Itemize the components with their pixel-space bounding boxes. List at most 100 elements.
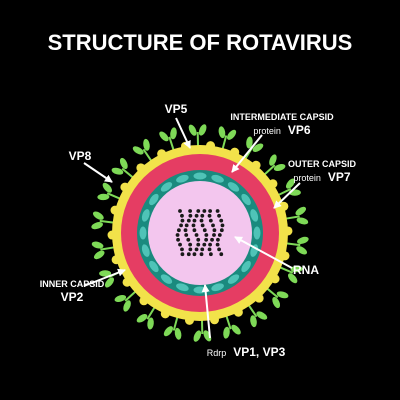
label-vp1-vp3: VP1, VP3 (233, 345, 285, 359)
spike (114, 290, 137, 312)
vp5-node (107, 230, 117, 240)
spike-stalk (278, 266, 294, 274)
spike (278, 265, 303, 284)
label-outer-protein-word: protein (293, 173, 321, 183)
rna-bead (188, 209, 193, 213)
spike-leaf (296, 217, 309, 225)
rna-bead (217, 247, 222, 252)
spike-leaf (147, 317, 154, 330)
spike-stalk (172, 315, 179, 331)
rna-bead (204, 233, 209, 237)
vp6-bead (252, 225, 262, 241)
label-outer-capsid: OUTER CAPSID (288, 159, 357, 169)
rna-bead (217, 233, 222, 237)
vp8-spikes (91, 124, 309, 342)
vp5-node (270, 274, 280, 284)
vp6-bead (240, 259, 252, 274)
vp6-bead (138, 225, 148, 241)
spike-leaf (252, 143, 264, 152)
spike (132, 138, 153, 163)
spike-leaf (227, 129, 237, 140)
vp6-bead (159, 181, 174, 193)
label-vp5: VP5 (165, 102, 188, 116)
rna-bead (219, 252, 224, 257)
spike-stalk (168, 136, 175, 152)
rna-bead (188, 247, 193, 252)
vp5-node (251, 160, 261, 170)
rna-bead (196, 209, 201, 213)
rna-bead (202, 228, 207, 233)
vp5-node (157, 149, 167, 159)
spike-stalk (124, 290, 137, 302)
spike-leaf (136, 314, 148, 323)
spike (97, 182, 122, 201)
vp6-bead (140, 243, 151, 258)
arrow-outer-capsid (273, 182, 301, 209)
spike (247, 303, 268, 328)
vp5-node (110, 205, 120, 215)
label-rna: RNA (293, 263, 319, 277)
rna-bead (179, 223, 183, 228)
spike-leaf (290, 265, 303, 273)
rna-bead (194, 213, 199, 218)
rna-bead (188, 213, 193, 218)
rna-bead (200, 247, 205, 252)
rna-bead (212, 228, 217, 233)
rna-bead (199, 218, 204, 223)
spike-stalk (225, 314, 232, 330)
arrow-vp8 (83, 162, 113, 183)
spike-leaf (163, 326, 173, 337)
rna-bead (216, 237, 220, 242)
spike-stalk (263, 164, 276, 176)
spike-leaf (193, 330, 202, 342)
vp5-node (230, 147, 240, 157)
rna-bead (178, 209, 182, 213)
spike (163, 315, 182, 340)
spike-leaf (114, 294, 127, 303)
rna-bead (207, 247, 212, 252)
vp5-node (160, 309, 170, 319)
spike-leaf (295, 206, 307, 216)
label-vp6: VP6 (288, 123, 311, 137)
rna-bead (211, 223, 215, 228)
vp5-node (268, 179, 278, 189)
rna-bead (202, 209, 207, 213)
spike-leaf (174, 327, 182, 340)
spike-stalk (221, 135, 228, 151)
spike-leaf (203, 330, 212, 342)
vp6-bead (159, 273, 174, 285)
rna-bead (186, 252, 191, 257)
rna-genome (175, 209, 225, 257)
spike-stalk (146, 305, 157, 320)
spike-stalk (247, 303, 258, 318)
spike-leaf (273, 163, 286, 172)
rna-bead (196, 242, 201, 247)
rna-bead (204, 237, 209, 242)
spike-leaf (132, 146, 144, 155)
spike-leaf (231, 324, 241, 335)
rna-bead (202, 242, 207, 247)
label-inner-capsid: INNER CAPSID (40, 279, 105, 289)
vp6-bead (175, 173, 190, 184)
label-rdrp-word: Rdrp (207, 348, 227, 358)
vp5-node (139, 296, 149, 306)
spike (159, 127, 177, 152)
arrow-vp5 (175, 117, 191, 149)
diagram-title: STRUCTURE OF ROTAVIRUS (48, 30, 353, 55)
vp6-bead (240, 192, 252, 207)
spike-leaf (218, 126, 226, 139)
spike-leaf (285, 178, 296, 189)
rna-bead (212, 233, 216, 237)
rna-bead (219, 218, 224, 223)
spike (91, 211, 115, 230)
spike-leaf (119, 157, 128, 170)
spike-stalk (265, 287, 279, 299)
rna-bead (194, 247, 199, 252)
vp6-bead (148, 259, 160, 274)
spike-leaf (102, 182, 112, 193)
viral-core (148, 181, 252, 285)
rna-bead (210, 237, 214, 242)
rna-bead (208, 218, 213, 223)
rna-bead (196, 237, 201, 242)
